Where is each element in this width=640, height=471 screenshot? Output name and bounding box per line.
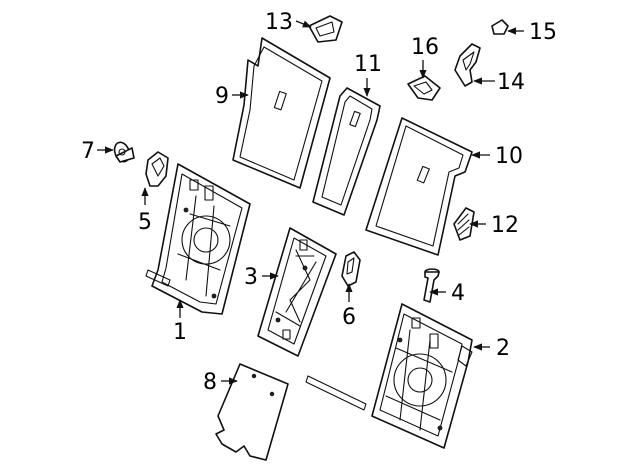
part-7-push-pin xyxy=(113,141,135,163)
callout-3: 3 xyxy=(244,265,258,290)
callout-5: 5 xyxy=(138,210,152,235)
part-8-panel xyxy=(215,363,289,461)
callout-4: 4 xyxy=(451,281,465,306)
part-3-center-frame xyxy=(257,227,337,357)
callout-1: 1 xyxy=(173,320,187,345)
part-13-clip xyxy=(308,15,343,43)
callout-2: 2 xyxy=(496,336,510,361)
part-1-back-frame-left xyxy=(145,163,251,315)
callout-10: 10 xyxy=(495,144,523,169)
part-5-hinge-bracket xyxy=(145,151,169,187)
callout-16: 16 xyxy=(411,35,439,60)
part-16-latch xyxy=(407,75,441,101)
leader-lines xyxy=(97,20,524,385)
callout-12: 12 xyxy=(491,213,519,238)
part-15-small-clip xyxy=(491,19,509,35)
part-10-back-cushion-right xyxy=(365,117,473,256)
callout-15: 15 xyxy=(529,20,557,45)
part-6-guide xyxy=(341,251,361,287)
callout-7: 7 xyxy=(81,139,95,164)
part-4-pin xyxy=(423,268,440,303)
callout-labels: 1 2 3 4 5 6 7 8 9 10 11 12 13 14 15 16 xyxy=(81,10,557,395)
callout-6: 6 xyxy=(342,305,356,330)
part-11-pad xyxy=(312,87,381,216)
part-9-back-cushion-left xyxy=(232,37,331,189)
part-14-bracket xyxy=(454,43,481,87)
callout-11: 11 xyxy=(354,52,382,77)
part-2-back-frame-right xyxy=(305,303,473,449)
callout-14: 14 xyxy=(497,70,525,95)
callout-9: 9 xyxy=(215,84,229,109)
callout-8: 8 xyxy=(203,370,217,395)
leader-13 xyxy=(295,20,312,28)
callout-13: 13 xyxy=(265,10,293,35)
